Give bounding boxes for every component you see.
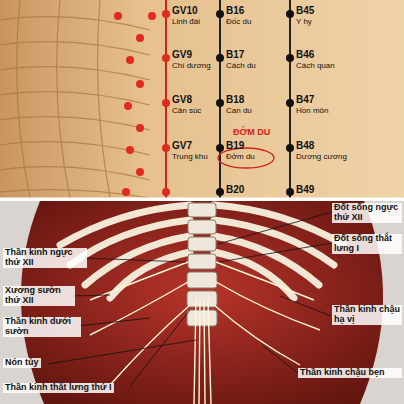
point-name: Dương cương (296, 153, 347, 162)
point-code: B48 (296, 140, 314, 151)
point-name: Hồn môn (296, 107, 328, 116)
anatomy-label: Thần kinh ngực thứ XII (3, 248, 87, 268)
nerves (90, 262, 320, 404)
point-code: B19 (226, 140, 244, 151)
point-code: B20 (226, 184, 244, 195)
anatomy-label: Đốt sống ngực thứ XII (332, 203, 402, 223)
point-code: B17 (226, 49, 244, 60)
anatomy-label: Nón tủy (3, 358, 41, 368)
gv-points (114, 10, 170, 196)
anatomy-label: Thần kinh dưới sườn (3, 317, 81, 337)
point-code: GV10 (172, 5, 198, 16)
point-name: Chí dương (172, 62, 211, 71)
point-code: B46 (296, 49, 314, 60)
point-code: GV9 (172, 49, 192, 60)
point-code: B18 (226, 94, 244, 105)
anatomy-ground (0, 201, 404, 404)
point-name: Trung khu (172, 153, 208, 162)
point-name: Can du (226, 107, 252, 116)
point-name: Đởm du (226, 153, 255, 162)
vertebrae (187, 203, 217, 326)
point-name: Linh đài (172, 18, 200, 27)
point-name: Cách du (226, 62, 256, 71)
ribs (60, 205, 344, 298)
panel-divider (0, 198, 404, 201)
highlight-ellipse (218, 148, 274, 168)
point-name: Đốc du (226, 18, 251, 27)
back-skin (0, 0, 404, 198)
highlight-label: ĐỞM DU (233, 128, 270, 138)
back-contours (0, 0, 150, 198)
point-code: B16 (226, 5, 244, 16)
anatomy-label: Xương sườn thứ XII (3, 286, 75, 306)
point-code: GV8 (172, 94, 192, 105)
point-name: Cân súc (172, 107, 201, 116)
point-name: Cách quan (296, 62, 335, 71)
anatomy-label: Thần kinh thắt lưng thứ I (3, 383, 114, 393)
bladder-points (216, 10, 294, 196)
point-code: GV7 (172, 140, 192, 151)
leader-lines (48, 212, 332, 386)
anatomy-label: Đốt sống thắt lưng I (332, 234, 402, 254)
anatomy-label: Thần kinh chậu bẹn (298, 368, 402, 378)
point-code: B45 (296, 5, 314, 16)
point-code: B49 (296, 184, 314, 195)
anatomy-label: Thần kinh chậu hạ vị (332, 305, 402, 325)
point-code: B47 (296, 94, 314, 105)
point-name: Y hy (296, 18, 312, 27)
